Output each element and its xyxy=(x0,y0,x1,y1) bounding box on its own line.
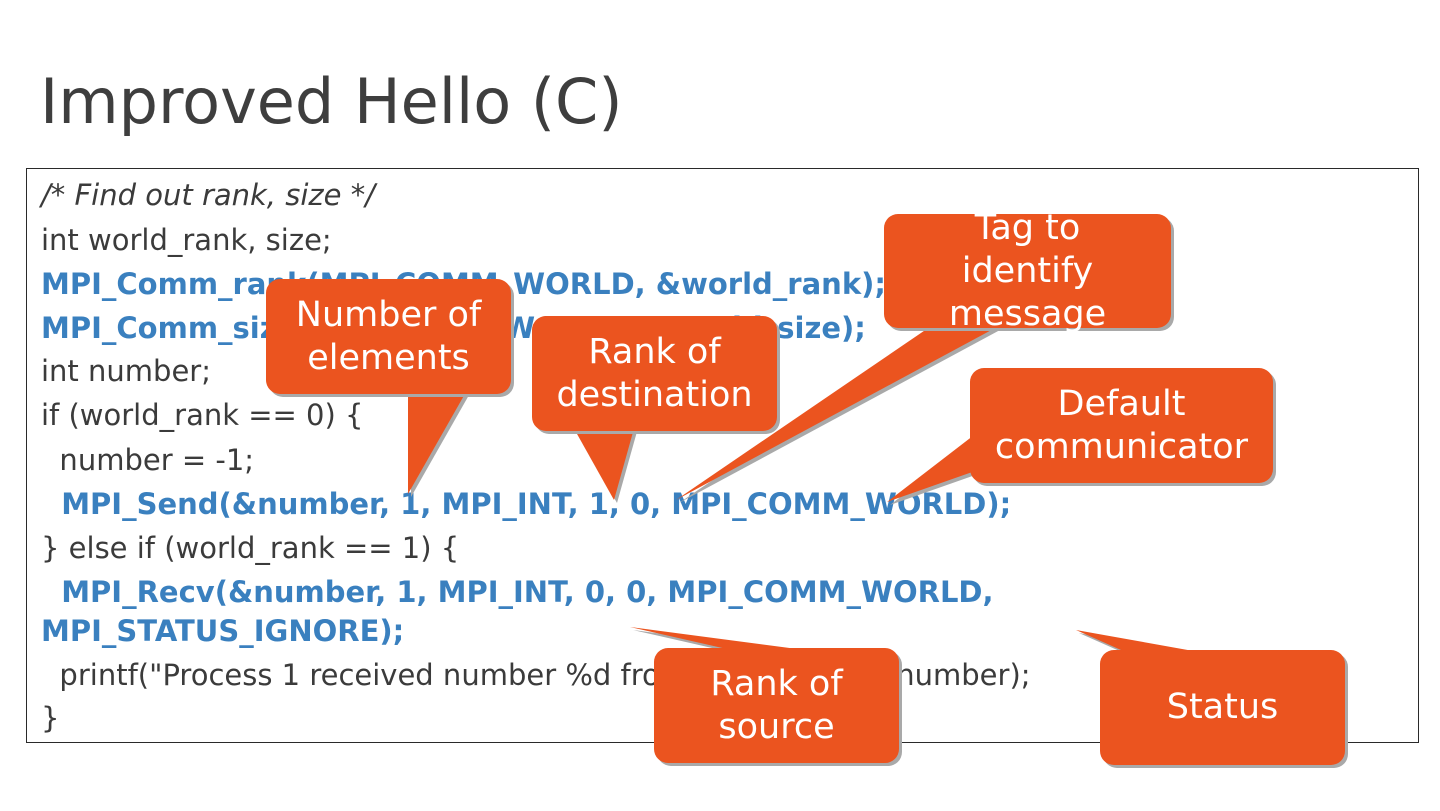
code-else-if: } else if (world_rank == 1) { xyxy=(41,531,460,565)
callout-default-communicator: Default communicator xyxy=(970,368,1273,483)
callout-number-of-elements: Number of elements xyxy=(266,279,511,394)
callout-tail-destination xyxy=(572,425,635,500)
callout-tail-communicator xyxy=(887,432,978,502)
callout-tag: Tag to identify message xyxy=(884,208,1171,334)
callout-rank-of-source: Rank of source xyxy=(654,648,899,763)
code-declaration: int world_rank, size; xyxy=(41,223,332,257)
callout-rank-of-destination: Rank of destination xyxy=(532,316,777,431)
code-close-brace: } xyxy=(41,701,60,735)
callout-tail-elements xyxy=(408,385,470,494)
code-if-rank-zero: if (world_rank == 0) { xyxy=(41,398,364,432)
code-mpi-recv-line1: MPI_Recv(&number, 1, MPI_INT, 0, 0, MPI_… xyxy=(41,575,994,609)
code-int-number: int number; xyxy=(41,354,211,388)
callout-tail-status xyxy=(1076,630,1210,654)
callout-status: Status xyxy=(1100,650,1345,765)
callout-tail-tag xyxy=(676,320,1010,500)
code-mpi-recv-line2: MPI_STATUS_IGNORE); xyxy=(41,614,405,648)
code-assign-number: number = -1; xyxy=(41,443,255,477)
code-comment: /* Find out rank, size */ xyxy=(41,178,375,212)
slide-title: Improved Hello (C) xyxy=(40,65,623,138)
callout-tail-source xyxy=(630,627,820,652)
code-mpi-send: MPI_Send(&number, 1, MPI_INT, 1, 0, MPI_… xyxy=(41,487,1012,521)
